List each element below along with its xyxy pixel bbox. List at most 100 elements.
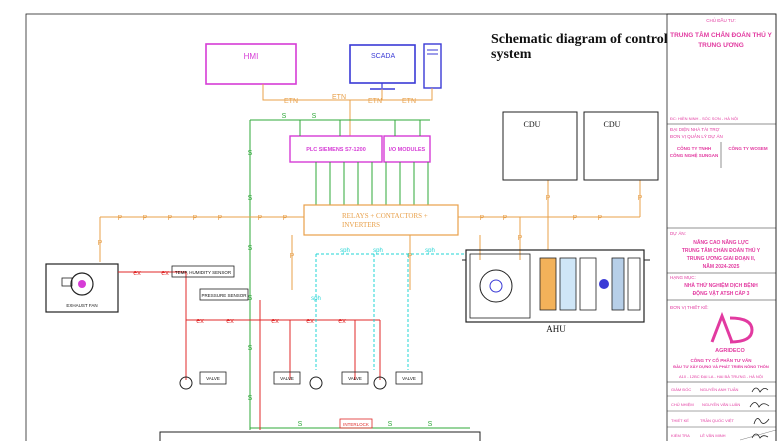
svg-text:S: S — [282, 113, 287, 120]
role-row-2: CHỦ NHIỆM NGUYỄN VĂN LUÂN — [671, 402, 770, 408]
pressure-sensor-box — [199, 288, 249, 301]
svg-text:KIỂM TRA: KIỂM TRA — [671, 433, 690, 438]
svg-text:ex: ex — [338, 318, 346, 325]
svg-text:P: P — [518, 235, 523, 242]
item-label: HẠNG MỤC: — [670, 275, 696, 280]
valve-label-2: VALVE — [280, 376, 294, 381]
ahu-label: AHU — [546, 324, 566, 334]
etn-label-1: ETN — [284, 98, 298, 105]
svg-text:P: P — [168, 215, 173, 222]
owner-address: ĐC: HIỀN NINH - SÓC SƠN - HÀ NỘI — [670, 116, 738, 121]
svg-text:P: P — [98, 240, 103, 247]
io-label: I/O MODULES — [389, 147, 426, 153]
io-box — [383, 135, 431, 163]
agrideco-logo: AGRIDECO — [710, 311, 754, 354]
svg-text:S: S — [248, 150, 253, 157]
svg-text:P: P — [258, 215, 263, 222]
cdu-label-1: CDU — [524, 120, 541, 129]
red-ex-markers: ex ex ex ex ex ex ex — [133, 270, 346, 325]
power-lines — [99, 180, 641, 290]
svg-text:TRẦN QUỐC VIỆT: TRẦN QUỐC VIỆT — [700, 418, 735, 423]
svg-text:ex: ex — [161, 270, 169, 277]
svg-text:P: P — [193, 215, 198, 222]
svg-text:S: S — [388, 421, 393, 428]
svg-text:S: S — [248, 345, 253, 352]
svg-text:GIÁM ĐỐC: GIÁM ĐỐC — [671, 387, 691, 392]
company1-line2: CÔNG NGHỆ SUNGAN — [670, 151, 719, 158]
interlock-box — [339, 418, 373, 429]
cdu-box-2 — [583, 111, 659, 181]
svg-text:P: P — [290, 253, 295, 260]
svg-text:sph: sph — [311, 296, 321, 302]
svg-text:P: P — [218, 215, 223, 222]
design-label: ĐƠN VỊ THIẾT KẾ: — [670, 304, 708, 310]
interlock-label: INTERLOCK — [343, 422, 369, 427]
relays-label-line1: RELAYS + CONTACTORS + — [342, 212, 428, 220]
svg-text:P: P — [638, 195, 643, 202]
project-line-1: NÂNG CAO NĂNG LỰC — [693, 239, 749, 246]
sponsor-label-1: ĐẠI DIỆN NHÀ TÀI TRỢ — [670, 125, 720, 132]
etn-network — [262, 84, 433, 136]
svg-text:S: S — [298, 421, 303, 428]
cdu-label-2: CDU — [604, 120, 621, 129]
svg-text:P: P — [143, 215, 148, 222]
design-address: A10 - 12BC ĐẠI LA - HAI BÀ TRƯNG - HÀ NỘ… — [679, 374, 763, 379]
green-signal-lines — [249, 119, 470, 430]
etn-label-3: ETN — [368, 98, 382, 105]
svg-text:P: P — [408, 253, 413, 260]
valve-label-1: VALVE — [206, 376, 220, 381]
pressure-sensor-label: PRESSURE SENSOR — [201, 293, 247, 298]
svg-text:S: S — [248, 245, 253, 252]
owner-line2: TRUNG ƯƠNG — [698, 42, 744, 49]
green-s-markers: S S S S S S S S S S S — [248, 113, 433, 428]
drawing-frame — [25, 13, 777, 441]
svg-text:S: S — [248, 295, 253, 302]
svg-text:P: P — [546, 195, 551, 202]
scada-label: SCADA — [371, 53, 395, 60]
svg-text:sph: sph — [340, 248, 350, 254]
svg-text:sph: sph — [373, 248, 383, 254]
svg-text:P: P — [503, 215, 508, 222]
diagram-title-line1: Schematic diagram of control — [491, 32, 668, 47]
item-line-2: ĐỘNG VẬT ATSH CẤP 3 — [693, 289, 750, 297]
red-exhaust-lines — [118, 271, 381, 430]
company2: CÔNG TY WOSEM — [728, 144, 767, 151]
svg-text:ex: ex — [271, 318, 279, 325]
svg-text:S: S — [312, 113, 317, 120]
company1-line1: CÔNG TY TNHH — [677, 144, 711, 151]
svg-text:ex: ex — [226, 318, 234, 325]
project-line-2: TRUNG TÂM CHẨN ĐOÁN THÚ Y — [682, 247, 761, 254]
relays-label-line2: INVERTERS — [342, 221, 380, 229]
svg-text:ex: ex — [133, 270, 141, 277]
svg-text:S: S — [248, 395, 253, 402]
cyan-sph-markers: sph sph sph sph — [311, 248, 435, 302]
svg-text:ex: ex — [196, 318, 204, 325]
exhaust-fan-label: EXHAUST FAN — [66, 303, 97, 308]
etn-label-4: ETN — [402, 98, 416, 105]
hmi-label: HMI — [244, 52, 259, 61]
ahu-unit — [462, 249, 650, 323]
svg-text:P: P — [283, 215, 288, 222]
svg-text:LÊ VĂN MINH: LÊ VĂN MINH — [700, 433, 726, 438]
svg-text:ex: ex — [306, 318, 314, 325]
etn-label-2: ETN — [332, 94, 346, 101]
svg-text:THIẾT KẾ: THIẾT KẾ — [671, 418, 689, 423]
svg-text:CHỦ NHIỆM: CHỦ NHIỆM — [671, 402, 694, 407]
plc-label: PLC SIEMENS S7-1200 — [306, 147, 366, 153]
valve-label-3: VALVE — [348, 376, 362, 381]
svg-text:AGRIDECO: AGRIDECO — [715, 348, 745, 354]
svg-text:S: S — [428, 421, 433, 428]
svg-text:P: P — [573, 215, 578, 222]
valve-3 — [341, 371, 387, 390]
design-company-line2: ĐẦU TƯ XÂY DỰNG VÀ PHÁT TRIỂN NÔNG THÔN — [673, 364, 769, 369]
svg-text:NGUYỄN ANH TUẤN: NGUYỄN ANH TUẤN — [700, 387, 738, 392]
project-label: DỰ ÁN: — [670, 230, 686, 236]
role-row-4: KIỂM TRA LÊ VĂN MINH — [671, 433, 769, 439]
owner-label: CHỦ ĐẦU TƯ: — [706, 17, 736, 23]
title-block-frame — [666, 13, 777, 441]
role-row-1: GIÁM ĐỐC NGUYỄN ANH TUẤN — [671, 387, 769, 393]
valve-1 — [179, 371, 227, 390]
sponsor-label-2: ĐƠN VỊ QUẢN LÝ DỰ ÁN — [670, 133, 723, 139]
exhaust-fan-box — [45, 263, 119, 313]
svg-text:sph: sph — [425, 248, 435, 254]
